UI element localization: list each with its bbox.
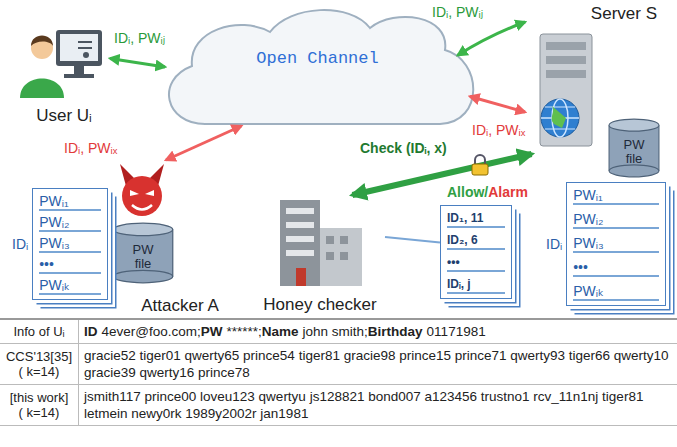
attacker-icon xyxy=(120,164,164,216)
table-row: CCS'13[35]( k=14)gracie52 tiger01 qwerty… xyxy=(0,344,677,385)
node-label: Attacker A xyxy=(141,296,218,316)
password-list: IDᵢ PWᵢ₁ PWᵢ₂ PWᵢ₃ ••• PWᵢₖ xyxy=(12,188,108,300)
table-cell: [this work]( k=14) xyxy=(0,385,79,425)
row-header: Info of Uᵢ xyxy=(0,324,78,339)
table-cell: Info of Uᵢ xyxy=(0,320,79,343)
table-cell: ID 4ever@foo.com;PW ******;Name john smith;… xyxy=(79,320,677,343)
edge-label: IDᵢ, PWᵢⱼ xyxy=(112,30,167,46)
table-cell: gracie52 tiger01 qwerty65 prince54 tiger… xyxy=(79,344,677,384)
pw-file-cylinder: PW file xyxy=(608,118,660,178)
password-entry: PWᵢₖ xyxy=(39,277,101,295)
field-name: Name xyxy=(262,324,299,339)
honeyword-list: gracie52 tiger01 qwerty65 prince54 tiger… xyxy=(84,347,672,381)
cloud-shape xyxy=(169,10,473,124)
connector xyxy=(470,97,525,113)
table-row: [this work]( k=14)jsmith117 prince00 lov… xyxy=(0,385,677,426)
index-list: ID₁, 11 ID₂, 6 ••• IDᵢ, j xyxy=(440,205,512,299)
index-entry: ID₁, 11 xyxy=(447,210,505,228)
row-header: [this work] xyxy=(0,390,78,405)
document-sheet: PWᵢ₁ PWᵢ₂ PWᵢ₃ ••• PWᵢₖ xyxy=(32,188,108,300)
index-entry: ••• xyxy=(447,254,505,272)
edge-label: Check (IDᵢ, x) xyxy=(358,140,449,156)
node-label: Server S xyxy=(591,4,657,24)
row-header: ( k=14) xyxy=(0,364,78,379)
cloud-label: Open Channel xyxy=(256,49,378,68)
table-cell: jsmith117 prince00 loveu123 qwertyu js12… xyxy=(79,385,677,425)
password-entry: PWᵢ₁ xyxy=(573,187,659,205)
user-icon xyxy=(20,30,102,98)
user-node: User Uᵢ xyxy=(18,22,110,126)
server-icon xyxy=(540,34,592,146)
password-list: IDᵢ PWᵢ₁ PWᵢ₂ PWᵢ₃ ••• PWᵢₖ xyxy=(546,182,666,306)
field-name: ID xyxy=(84,324,98,339)
row-key: IDᵢ xyxy=(546,236,562,252)
index-entry: ID₂, 6 xyxy=(447,232,505,250)
password-entry: PWᵢ₃ xyxy=(573,235,659,253)
connector xyxy=(110,58,165,67)
connector xyxy=(385,237,440,243)
row-header: CCS'13[35] xyxy=(0,349,78,364)
document-sheet: PWᵢ₁ PWᵢ₂ PWᵢ₃ ••• PWᵢₖ xyxy=(566,182,666,306)
password-entry: ••• xyxy=(573,259,659,277)
edge-label: IDᵢ, PWᵢₓ xyxy=(62,140,119,156)
password-entry: PWᵢ₂ xyxy=(573,211,659,229)
password-entry: ••• xyxy=(39,256,101,274)
honey-checker-building xyxy=(280,200,362,286)
field-value: 4ever@foo.com; xyxy=(102,324,201,339)
pw-file-cylinder: PW file xyxy=(112,222,174,284)
cylinder-label: PW file xyxy=(123,243,163,271)
password-entry: PWᵢ₁ xyxy=(39,193,101,211)
password-entry: PWᵢ₂ xyxy=(39,214,101,232)
node-label: User Uᵢ xyxy=(36,106,92,126)
edge-label: IDᵢ, PWᵢⱼ xyxy=(430,4,485,20)
document-sheet: ID₁, 11 ID₂, 6 ••• IDᵢ, j xyxy=(440,205,512,299)
cylinder-label: PW file xyxy=(614,138,654,166)
connector xyxy=(166,126,241,160)
index-entry: IDᵢ, j xyxy=(447,276,505,294)
data-table: Info of UᵢID4ever@foo.com;PW******;Namej… xyxy=(0,318,677,447)
field-name: PW xyxy=(201,324,223,339)
node-label: Honey checker xyxy=(263,295,376,315)
field-name: Birthday xyxy=(368,324,423,339)
table-cell: CCS'13[35]( k=14) xyxy=(0,344,79,384)
table-row: Info of Uᵢ ID 4ever@foo.com;PW ******;Namej… xyxy=(0,320,677,344)
field-value: john smith; xyxy=(303,324,368,339)
password-entry: PWᵢ₃ xyxy=(39,235,101,253)
connector xyxy=(458,22,525,55)
edge-label: IDᵢ, PWᵢₓ xyxy=(470,122,527,138)
field-value: ******; xyxy=(227,324,262,339)
channel-cloud: Open Channel xyxy=(165,8,470,126)
field-value: 01171981 xyxy=(427,324,486,339)
honeyword-list: jsmith117 prince00 loveu123 qwertyu js12… xyxy=(84,388,672,422)
row-key: IDᵢ xyxy=(12,236,28,252)
alarm-label: Alarm xyxy=(488,184,528,200)
response-label: Allow/Alarm xyxy=(445,184,530,200)
password-entry: PWᵢₖ xyxy=(573,283,659,301)
row-header: ( k=14) xyxy=(0,405,78,420)
allow-label: Allow/ xyxy=(447,184,488,200)
honey-checker-node: Honey checker xyxy=(255,195,385,315)
